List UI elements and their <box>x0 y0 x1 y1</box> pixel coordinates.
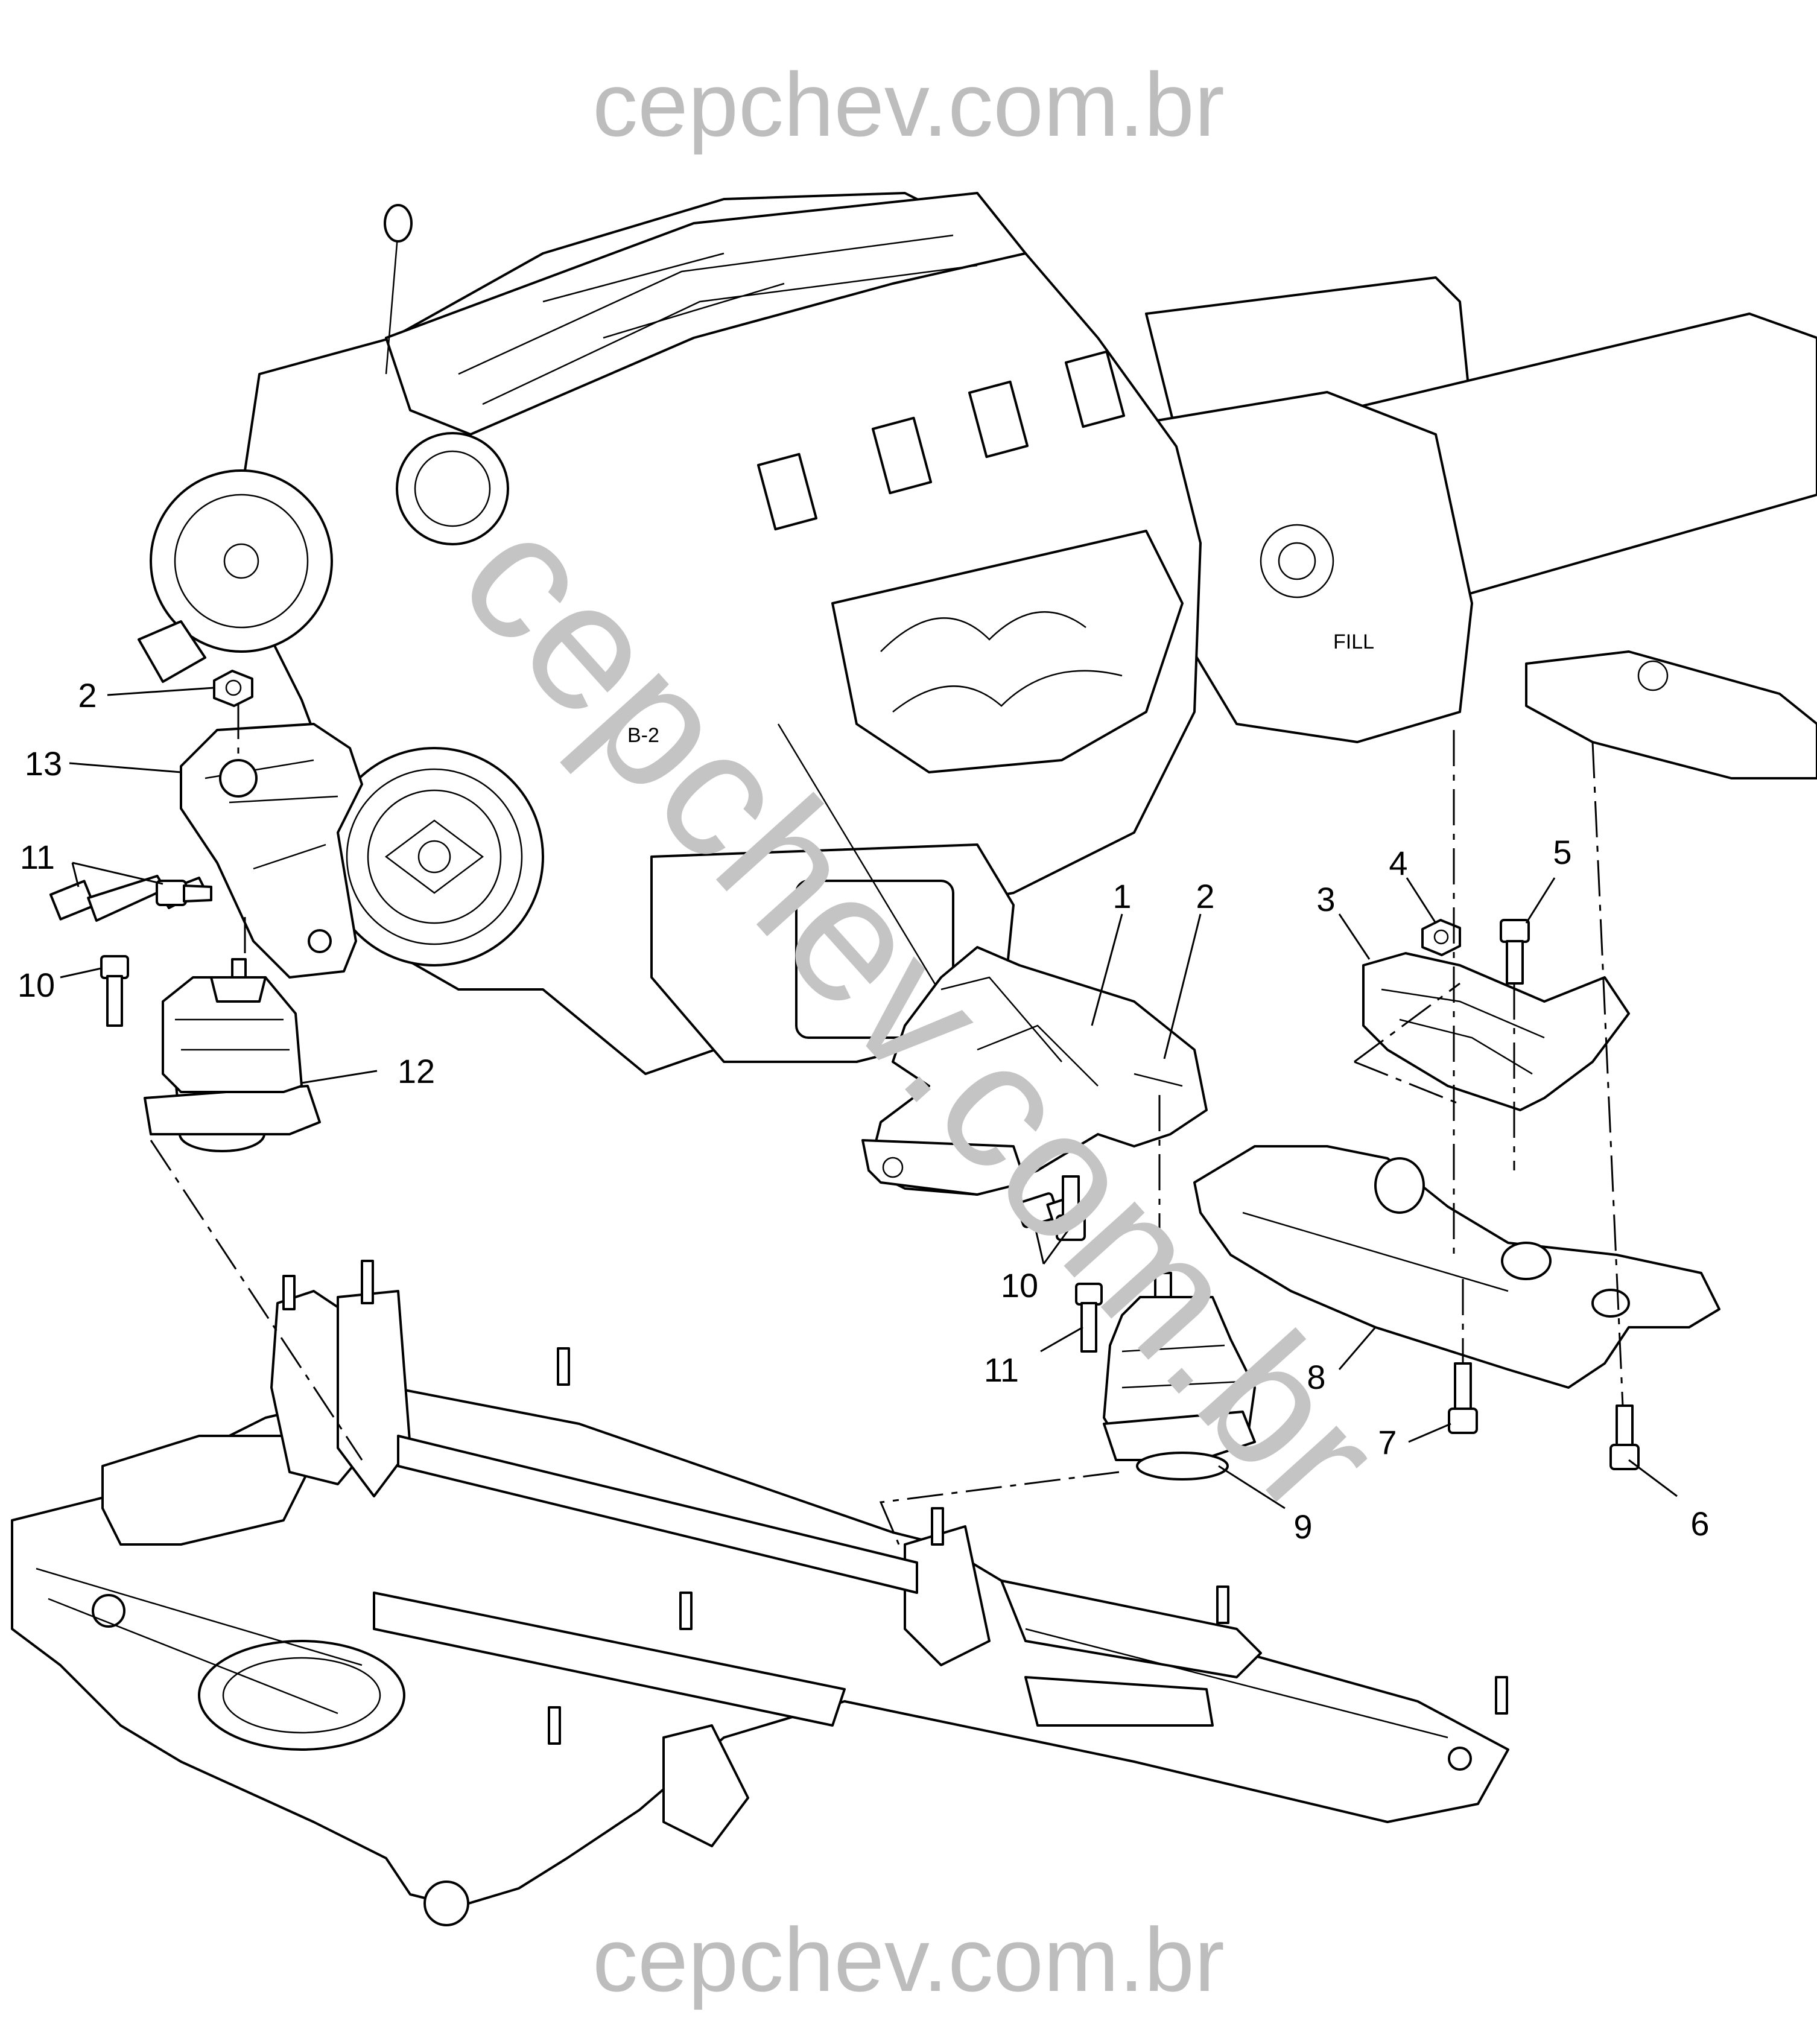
callout-5: 5 <box>1553 833 1571 871</box>
engine-mount-12 <box>144 958 321 1152</box>
engine-assembly: FILL <box>138 192 1817 1135</box>
left-mount-group <box>49 670 363 1152</box>
center-mount-group <box>861 946 1256 1481</box>
bolt-10-center <box>1075 1283 1103 1353</box>
watermark-top: cepchev.com.br <box>592 54 1225 155</box>
callout-labels: 2 13 11 10 12 1 2 3 4 5 6 7 8 9 11 10 <box>17 676 1710 1546</box>
bolt-10-left <box>100 955 129 1027</box>
callout-12: 12 <box>398 1052 435 1090</box>
watermark-bottom: cepchev.com.br <box>592 1909 1225 2010</box>
callout-11-left: 11 <box>20 838 55 876</box>
callout-8: 8 <box>1307 1358 1325 1396</box>
callout-7: 7 <box>1378 1423 1397 1461</box>
callout-6: 6 <box>1690 1505 1709 1543</box>
callout-13: 13 <box>25 744 62 782</box>
callout-9: 9 <box>1293 1508 1312 1546</box>
alignment-lines <box>150 703 1624 1545</box>
leader-lines <box>60 687 1678 1509</box>
callout-4: 4 <box>1389 844 1407 882</box>
callout-10-left: 10 <box>17 966 55 1004</box>
front-subframe <box>11 1260 1509 1926</box>
bolt-11-left-b <box>156 880 212 906</box>
bolt-7 <box>1448 1362 1478 1434</box>
engine-mount-9 <box>1103 1272 1256 1481</box>
callout-2-left: 2 <box>78 676 97 714</box>
bolt-6 <box>1609 1404 1640 1470</box>
bank-label: B-2 <box>627 724 659 747</box>
fill-label: FILL <box>1333 630 1374 653</box>
callout-11-center: 10 <box>1001 1266 1038 1304</box>
callout-10-center: 11 <box>984 1351 1019 1389</box>
bolt-11-center-b <box>1056 1175 1086 1241</box>
right-mount-group <box>1193 919 1720 1470</box>
callout-3: 3 <box>1316 880 1335 918</box>
callout-2-center: 2 <box>1196 877 1214 915</box>
bolt-5 <box>1500 919 1530 985</box>
callout-1: 1 <box>1112 877 1131 915</box>
